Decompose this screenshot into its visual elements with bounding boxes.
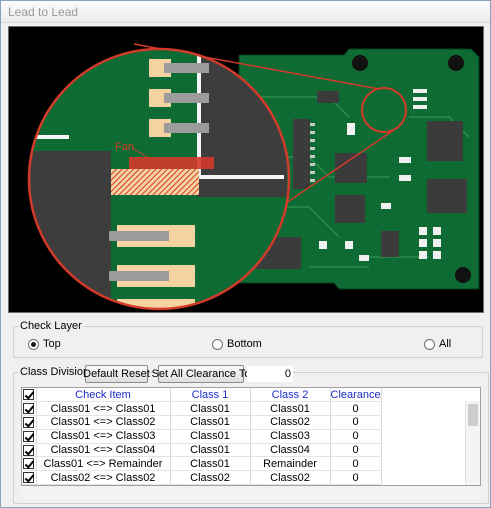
- class2-cell: Remainder: [250, 456, 331, 472]
- class1-cell: Class01: [170, 456, 251, 472]
- radio-bottom[interactable]: Bottom: [212, 338, 262, 350]
- title-bar: Lead to Lead: [1, 1, 490, 23]
- row-checkbox[interactable]: [23, 417, 35, 429]
- check-item-cell: Class01 <=> Class01: [36, 401, 171, 417]
- row-checkbox[interactable]: [23, 430, 35, 442]
- pads: [319, 89, 441, 261]
- radio-all-indicator[interactable]: [424, 338, 435, 350]
- magnifier-ring: [27, 47, 291, 311]
- fan-marker-arrow: [131, 147, 150, 159]
- column-header[interactable]: Check Item: [36, 388, 171, 403]
- clearance-cell[interactable]: 0: [330, 429, 382, 444]
- ic-chip: [335, 153, 367, 183]
- vertical-scroll-thumb[interactable]: [468, 404, 478, 426]
- row-checkbox[interactable]: [23, 403, 35, 415]
- check-layer-label: Check Layer: [18, 320, 84, 332]
- ic-pins: [310, 123, 315, 182]
- ic-chip: [293, 119, 310, 189]
- ic-chip: [335, 195, 365, 223]
- row-checkbox[interactable]: [23, 444, 35, 456]
- class1-cell: Class01: [170, 401, 251, 417]
- window-title: Lead to Lead: [8, 5, 79, 19]
- radio-bottom-label: Bottom: [227, 338, 262, 350]
- clearance-cell[interactable]: 0: [330, 470, 382, 485]
- mounting-hole: [448, 55, 464, 71]
- radio-top[interactable]: Top: [28, 338, 61, 350]
- class2-cell: Class03: [250, 429, 331, 444]
- class1-cell: Class01: [170, 429, 251, 444]
- table-row[interactable]: Class01 <=> Class01 Class01 Class01 0: [22, 401, 382, 417]
- set-all-clearance-value[interactable]: [247, 366, 293, 382]
- magnified-pads: [109, 59, 209, 309]
- horizontal-scrollbar[interactable]: [21, 487, 481, 499]
- clearance-grid: Check Item Class 1 Class 2 Clearance Cla…: [22, 388, 382, 485]
- pcb-preview[interactable]: Fan: [8, 26, 484, 313]
- set-all-clearance-button[interactable]: Set All Clearance To: [152, 365, 250, 383]
- component: [317, 91, 339, 103]
- fan-marker-label: Fan: [115, 141, 134, 153]
- table-row[interactable]: Class02 <=> Class02 Class02 Class02 0: [22, 470, 382, 485]
- row-checkbox[interactable]: [23, 472, 35, 484]
- radio-top-indicator[interactable]: [28, 338, 39, 350]
- radio-all[interactable]: All: [424, 338, 451, 350]
- radio-top-label: Top: [43, 338, 61, 350]
- select-all-checkbox[interactable]: [23, 389, 35, 401]
- zoom-target-circle: [361, 87, 407, 133]
- table-row[interactable]: Class01 <=> Class02 Class01 Class02 0: [22, 415, 382, 430]
- vertical-scrollbar[interactable]: [465, 401, 480, 485]
- ic-chip: [427, 121, 463, 161]
- class2-cell: Class04: [250, 443, 331, 458]
- table-row[interactable]: Class01 <=> Remainder Class01 Remainder …: [22, 456, 382, 472]
- column-header[interactable]: Clearance: [330, 388, 382, 403]
- check-item-cell: Class01 <=> Class02: [36, 415, 171, 430]
- row-checkbox[interactable]: [23, 458, 35, 470]
- radio-bottom-indicator[interactable]: [212, 338, 223, 350]
- class1-cell: Class01: [170, 443, 251, 458]
- class2-cell: Class02: [250, 470, 331, 485]
- check-item-cell: Class01 <=> Class04: [36, 443, 171, 458]
- table-row[interactable]: Class01 <=> Class04 Class01 Class04 0: [22, 443, 382, 458]
- component: [381, 231, 399, 257]
- class2-cell: Class01: [250, 401, 331, 417]
- column-header[interactable]: Class 2: [250, 388, 331, 403]
- clearance-table: Check Item Class 1 Class 2 Clearance Cla…: [21, 387, 481, 486]
- class1-cell: Class01: [170, 415, 251, 430]
- clearance-cell[interactable]: 0: [330, 456, 382, 472]
- check-item-cell: Class01 <=> Class03: [36, 429, 171, 444]
- radio-all-label: All: [439, 338, 452, 350]
- class-division-label: Class Division: [18, 366, 92, 378]
- clearance-cell[interactable]: 0: [330, 415, 382, 430]
- check-layer-group: Check Layer: [13, 320, 483, 358]
- default-reset-button[interactable]: Default Reset: [83, 365, 150, 383]
- mounting-hole: [455, 267, 471, 283]
- check-item-cell: Class02 <=> Class02: [36, 470, 171, 485]
- clearance-cell[interactable]: 0: [330, 443, 382, 458]
- ic-chip: [427, 179, 467, 213]
- clearance-cell[interactable]: 0: [330, 401, 382, 417]
- select-all-cell[interactable]: [22, 388, 37, 403]
- column-header[interactable]: Class 1: [170, 388, 251, 403]
- pcb-drawing: Fan: [27, 43, 480, 311]
- check-item-cell: Class01 <=> Remainder: [36, 456, 171, 472]
- violation-highlight: [111, 157, 214, 195]
- table-row[interactable]: Class01 <=> Class03 Class01 Class03 0: [22, 429, 382, 444]
- class1-cell: Class02: [170, 470, 251, 485]
- class2-cell: Class02: [250, 415, 331, 430]
- mounting-hole: [352, 55, 368, 71]
